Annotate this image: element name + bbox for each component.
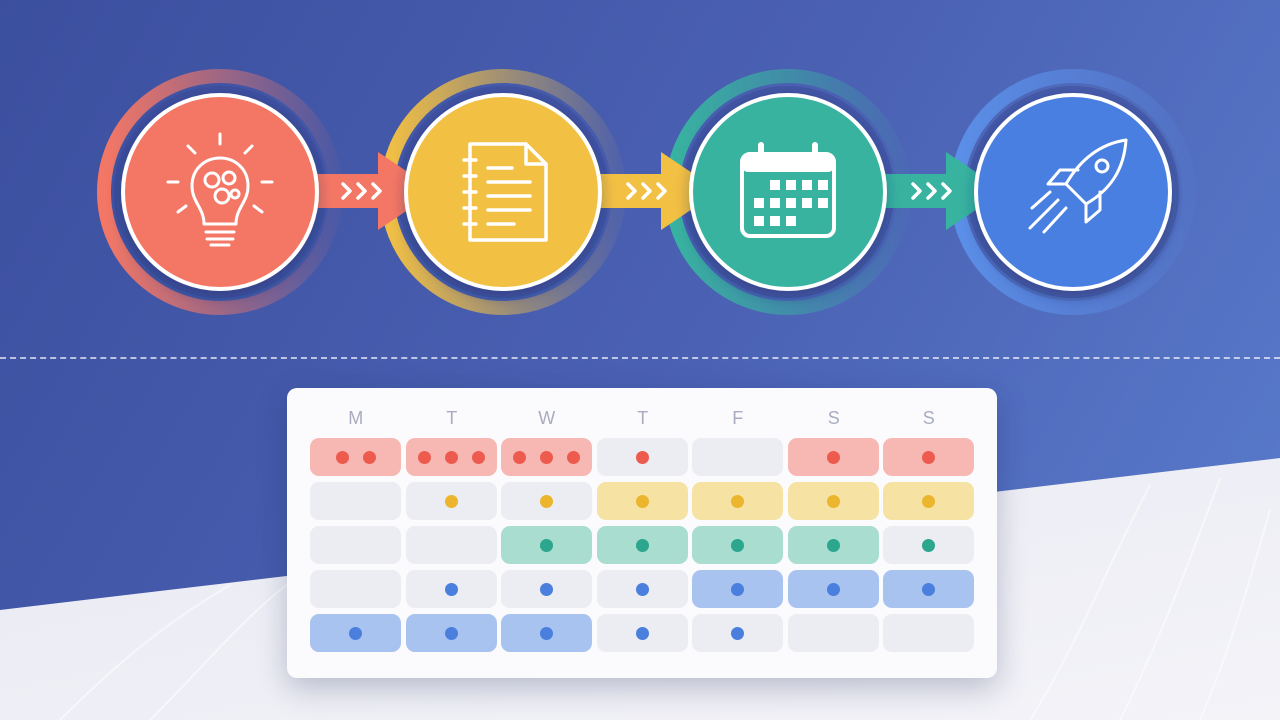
task-dot bbox=[636, 494, 649, 508]
schedule-cell bbox=[883, 614, 974, 652]
schedule-cell bbox=[692, 614, 783, 652]
schedule-cell bbox=[692, 482, 783, 520]
day-label: T bbox=[446, 408, 458, 428]
task-dot bbox=[418, 450, 431, 464]
step-3-schedule bbox=[689, 93, 887, 291]
schedule-cell bbox=[406, 570, 497, 608]
day-label: F bbox=[732, 408, 744, 428]
schedule-cell bbox=[692, 570, 783, 608]
schedule-cell bbox=[406, 482, 497, 520]
task-dot bbox=[731, 494, 744, 508]
task-dot bbox=[636, 626, 649, 640]
schedule-cell bbox=[310, 526, 401, 564]
task-dot bbox=[540, 582, 553, 596]
task-dot bbox=[513, 450, 526, 464]
rocket-icon bbox=[1028, 138, 1128, 234]
schedule-cell bbox=[597, 614, 688, 652]
schedule-cell bbox=[501, 570, 592, 608]
schedule-cell bbox=[788, 570, 879, 608]
day-label: T bbox=[637, 408, 649, 428]
schedule-cell bbox=[788, 614, 879, 652]
task-dot bbox=[827, 494, 840, 508]
schedule-cell bbox=[406, 526, 497, 564]
task-dot bbox=[335, 450, 349, 464]
task-dot bbox=[827, 538, 840, 552]
task-dot bbox=[731, 626, 744, 640]
schedule-cell bbox=[501, 614, 592, 652]
task-dot bbox=[636, 582, 649, 596]
schedule-cell bbox=[692, 438, 783, 476]
task-dot bbox=[540, 450, 553, 464]
schedule-cell bbox=[883, 482, 974, 520]
task-dot bbox=[922, 494, 935, 508]
schedule-cell bbox=[310, 482, 401, 520]
task-dot bbox=[636, 450, 649, 464]
task-dot bbox=[540, 538, 553, 552]
schedule-cell bbox=[883, 438, 974, 476]
calendar-icon bbox=[740, 142, 836, 238]
day-label: S bbox=[922, 408, 936, 428]
schedule-cell bbox=[692, 526, 783, 564]
schedule-cell bbox=[501, 438, 592, 476]
schedule-cell bbox=[788, 482, 879, 520]
task-dot bbox=[540, 626, 553, 640]
lightbulb-icon bbox=[166, 132, 274, 247]
schedule-cell bbox=[597, 438, 688, 476]
day-label: S bbox=[827, 408, 841, 428]
task-dot bbox=[827, 450, 840, 464]
task-dot bbox=[922, 450, 935, 464]
schedule-cell bbox=[597, 482, 688, 520]
schedule-cell bbox=[788, 526, 879, 564]
schedule-cell bbox=[597, 570, 688, 608]
schedule-cell bbox=[883, 570, 974, 608]
task-dot bbox=[349, 626, 362, 640]
process-flow-diagram bbox=[97, 69, 1196, 315]
task-dot bbox=[731, 538, 744, 552]
schedule-cell bbox=[501, 482, 592, 520]
schedule-cell bbox=[406, 438, 497, 476]
notepad-icon bbox=[462, 142, 548, 242]
schedule-cell bbox=[788, 438, 879, 476]
task-dot bbox=[922, 582, 935, 596]
task-dot bbox=[567, 450, 580, 464]
schedule-cell bbox=[406, 614, 497, 652]
task-dot bbox=[827, 582, 840, 596]
day-label: W bbox=[538, 408, 556, 428]
step-2-plan bbox=[404, 93, 602, 291]
task-dot bbox=[362, 450, 376, 464]
schedule-cell bbox=[310, 570, 401, 608]
step-1-idea bbox=[121, 93, 319, 291]
day-label: M bbox=[348, 408, 364, 428]
task-dot bbox=[472, 450, 485, 464]
task-dot bbox=[540, 494, 553, 508]
schedule-cell bbox=[883, 526, 974, 564]
task-dot bbox=[445, 582, 458, 596]
task-dot bbox=[445, 626, 458, 640]
section-divider bbox=[0, 357, 1280, 359]
task-dot bbox=[445, 494, 458, 508]
schedule-cell bbox=[501, 526, 592, 564]
schedule-cell bbox=[597, 526, 688, 564]
task-dot bbox=[922, 538, 935, 552]
schedule-cell bbox=[310, 614, 401, 652]
schedule-cell bbox=[310, 438, 401, 476]
task-dot bbox=[445, 450, 458, 464]
task-dot bbox=[636, 538, 649, 552]
task-dot bbox=[731, 582, 744, 596]
